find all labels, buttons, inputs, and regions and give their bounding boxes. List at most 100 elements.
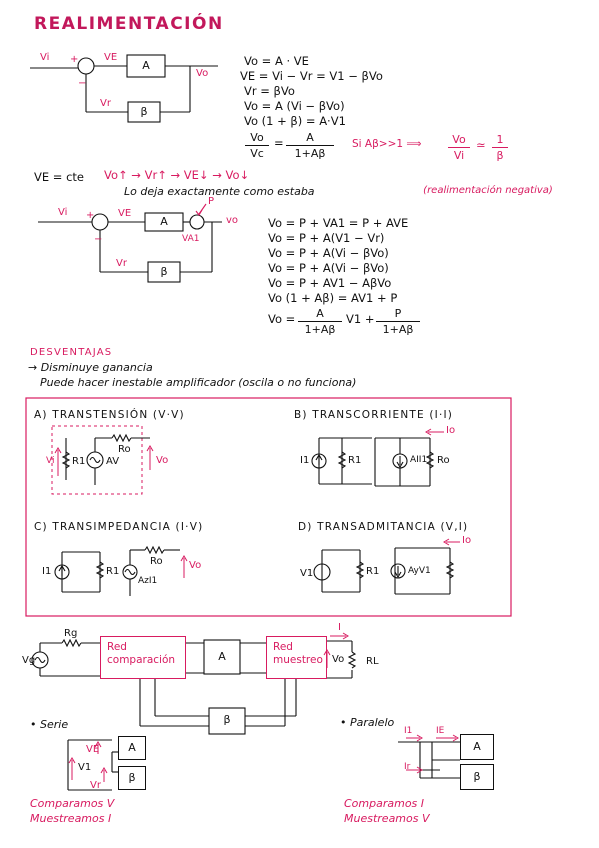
approx-rhs-num: 1 xyxy=(492,133,508,148)
topology-rl-label: RL xyxy=(366,656,379,667)
signal-vr-label: Vr xyxy=(100,98,111,109)
sum-minus-sign: − xyxy=(78,78,87,89)
topology-block-beta: β xyxy=(223,713,231,726)
approx-rhs-den: β xyxy=(496,149,504,162)
condition-text: Si Aβ>>1 ⟹ xyxy=(352,138,422,150)
a-vi-label: Vi xyxy=(46,456,55,466)
red-comparacion-box: Red comparación xyxy=(100,636,186,679)
c-vo-label: Vo xyxy=(189,560,202,571)
b-io-label: Io xyxy=(446,425,456,436)
serie-compare: Comparamos V xyxy=(30,797,115,810)
stability-chain: Vo↑ → Vr↑ → VE↓ → Vo↓ xyxy=(104,168,250,182)
eq-sign: = xyxy=(274,136,284,150)
gain-rhs-fraction: A 1+Aβ xyxy=(286,131,334,160)
eq-p-3: Vo = P + A(Vi − βVo) xyxy=(268,246,389,260)
paralelo-ie-label: IE xyxy=(436,726,445,736)
a-ro-label: Ro xyxy=(118,444,131,455)
ve-constant-text: VE = cte xyxy=(34,170,84,184)
block-beta-label-2: β xyxy=(160,265,168,278)
topology-current-label: I xyxy=(338,622,341,633)
topology-vg-label: Vg xyxy=(22,655,36,666)
sum-plus-sign: + xyxy=(70,54,79,65)
gain-lhs-den: Vc xyxy=(250,147,264,160)
signal-ve-label-2: VE xyxy=(118,208,132,219)
topology-vo-label: Vo xyxy=(332,654,345,665)
eq-ve-definition: VE = Vi − Vr = V1 − βVo xyxy=(240,69,383,83)
topology-block-a: A xyxy=(218,650,226,663)
final-p-den: 1+Aβ xyxy=(382,323,414,336)
gain-lhs-fraction: Vo Vc xyxy=(245,131,269,160)
serie-title: • Serie xyxy=(30,718,69,731)
approx-lhs-num: Vo xyxy=(448,133,470,148)
page-title: REALIMENTACIÓN xyxy=(34,14,224,34)
eq-p-final-frac-a: A 1+Aβ xyxy=(298,307,342,336)
paralelo-sample: Muestreamos V xyxy=(344,812,430,825)
final-a-num: A xyxy=(298,307,342,322)
eq-p-2: Vo = P + A(V1 − Vr) xyxy=(268,231,385,245)
signal-p-label: P xyxy=(208,196,215,207)
serie-block-beta: β xyxy=(118,766,146,790)
stability-text: Lo deja exactamente como estaba xyxy=(124,185,315,198)
final-a-den: 1+Aβ xyxy=(304,323,336,336)
eq-vr-beta: Vr = βVo xyxy=(244,84,295,98)
paralelo-block-a: A xyxy=(460,734,494,760)
approx-lhs-den: Vi xyxy=(453,149,465,162)
gain-lhs-num: Vo xyxy=(245,131,269,146)
serie-vr-label: Vr xyxy=(90,780,101,791)
d-v1-label: V1 xyxy=(300,568,314,579)
signal-va1-label: VA1 xyxy=(182,234,200,244)
d-io-label: Io xyxy=(462,535,472,546)
eq-vo-substituted: Vo = A (Vi − βVo) xyxy=(244,99,345,113)
stability-note: (realimentación negativa) xyxy=(423,185,553,196)
red-muestreo-box: Red muestreo xyxy=(266,636,327,679)
serie-ve-label: VE xyxy=(86,744,100,755)
block-a-label-2: A xyxy=(160,215,168,228)
signal-vi-label: Vi xyxy=(40,52,50,63)
signal-vo-label: Vo xyxy=(196,68,209,79)
eq-p-final-lhs: Vo = xyxy=(268,312,296,326)
c-r1-label: R1 xyxy=(106,566,120,577)
paralelo-ir-label: Ir xyxy=(404,762,411,772)
drawback-1: → Disminuye ganancia xyxy=(28,361,153,374)
d-ayv1-label: AyV1 xyxy=(408,566,431,576)
gain-rhs-den: 1+Aβ xyxy=(294,147,326,160)
signal-vr-label-2: Vr xyxy=(116,258,127,269)
approx-sign: ≃ xyxy=(476,138,486,152)
block-beta-label: β xyxy=(140,105,148,118)
gain-rhs-num: A xyxy=(286,131,334,146)
signal-vi-label-2: Vi xyxy=(58,207,68,218)
b-r1-label: R1 xyxy=(348,455,362,466)
eq-p-4: Vo = P + A(Vi − βVo) xyxy=(268,261,389,275)
amp-type-c-title: C) TRANSIMPEDANCIA (I·V) xyxy=(34,521,204,533)
eq-p-final-v1: V1 + xyxy=(346,312,375,326)
eq-p-final-frac-p: P 1+Aβ xyxy=(376,307,420,336)
serie-sample: Muestreamos I xyxy=(30,812,112,825)
eq-p-5: Vo = P + AV1 − AβVo xyxy=(268,276,392,290)
sum-plus-sign-2: + xyxy=(86,210,95,221)
signal-ve-label: VE xyxy=(104,52,118,63)
paralelo-block-beta: β xyxy=(460,764,494,790)
approx-rhs-fraction: 1 β xyxy=(492,133,508,162)
final-p-num: P xyxy=(376,307,420,322)
sum-minus-sign-2: − xyxy=(94,234,103,245)
serie-block-a: A xyxy=(118,736,146,760)
approx-lhs-fraction: Vo Vi xyxy=(448,133,470,162)
b-ro-label: Ro xyxy=(437,455,450,466)
c-azi1-label: AzI1 xyxy=(138,576,158,586)
b-aii1-label: AII1 xyxy=(410,455,428,465)
c-i1-label: I1 xyxy=(42,566,52,577)
serie-v1-label: V1 xyxy=(78,762,92,773)
a-vo-label: Vo xyxy=(156,455,169,466)
eq-vo-a-ve: Vo = A · VE xyxy=(244,54,309,68)
d-r1-label: R1 xyxy=(366,566,380,577)
drawback-2: Puede hacer inestable amplificador (osci… xyxy=(40,376,357,389)
a-r1-label: R1 xyxy=(72,456,86,467)
paralelo-compare: Comparamos I xyxy=(344,797,425,810)
amp-type-d-title: D) TRANSADMITANCIA (V,I) xyxy=(298,521,469,533)
eq-p-6: Vo (1 + Aβ) = AV1 + P xyxy=(268,291,398,305)
paralelo-i1-label: I1 xyxy=(404,726,413,736)
amp-type-a-title: A) TRANSTENSIÓN (V·V) xyxy=(34,409,185,421)
block-a-label: A xyxy=(142,59,150,72)
